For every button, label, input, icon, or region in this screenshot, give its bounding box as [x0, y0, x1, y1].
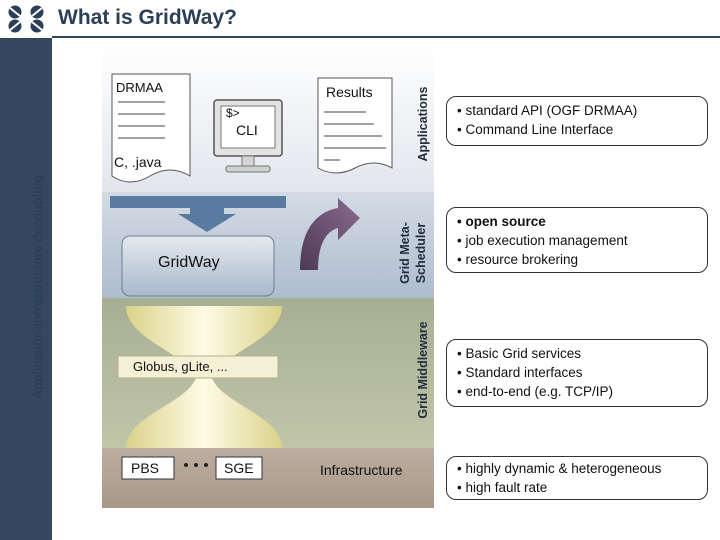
desc-item: • standard API (OGF DRMAA) [457, 103, 638, 118]
results-title: Results [326, 84, 373, 100]
drmaa-title: DRMAA [116, 80, 163, 95]
gridway-box [121, 235, 275, 297]
globus-box [117, 355, 279, 379]
gridway-logo [8, 5, 44, 33]
sidebar [0, 38, 52, 540]
sge-box [215, 456, 263, 480]
more-dots [184, 463, 208, 467]
meta-scheduler-layer-label: Grid Meta-Scheduler [398, 222, 428, 284]
drmaa-caption: C, .java [114, 154, 162, 170]
submit-arrow-icon [110, 196, 286, 232]
desc-item: • Command Line Interface [457, 122, 614, 137]
results-lines [324, 111, 386, 161]
infrastructure-label: Infrastructure [320, 462, 403, 478]
desc-item: • highly dynamic & heterogeneous [457, 461, 662, 476]
applications-description: • standard API (OGF DRMAA) • Command Lin… [446, 96, 708, 146]
desc-item: • end-to-end (e.g. TCP/IP) [457, 384, 614, 399]
infrastructure-description: • highly dynamic & heterogeneous • high … [446, 456, 708, 500]
title-rule [52, 36, 720, 38]
monitor-icon [213, 99, 283, 173]
drmaa-code-lines [118, 101, 165, 139]
middleware-description: • Basic Grid services • Standard interfa… [446, 339, 708, 407]
results-document-icon [317, 77, 393, 174]
desc-item: • open source [457, 214, 546, 229]
page-title: What is GridWay? [58, 6, 237, 29]
applications-layer-label: Applications [416, 86, 430, 162]
desc-item: • high fault rate [457, 480, 548, 495]
meta-scheduler-description: • open source • job execution management… [446, 207, 708, 273]
drmaa-document-icon [111, 73, 191, 183]
middleware-label: Globus, gLite, ... [133, 359, 228, 374]
pbs-box [121, 456, 175, 480]
middleware-layer-label: Grid Middleware [416, 321, 430, 419]
sge-label: SGE [224, 460, 254, 476]
gridway-label: GridWay [158, 254, 220, 271]
pbs-label: PBS [131, 460, 160, 476]
desc-item: • job execution management [457, 233, 628, 248]
cli-label: CLI [236, 122, 258, 138]
desc-item: • resource brokering [457, 252, 579, 267]
results-arrow-icon [300, 198, 360, 270]
cli-prompt: $> [226, 106, 240, 120]
desc-item: • Basic Grid services [457, 346, 582, 361]
desc-item: • Standard interfaces [457, 365, 583, 380]
